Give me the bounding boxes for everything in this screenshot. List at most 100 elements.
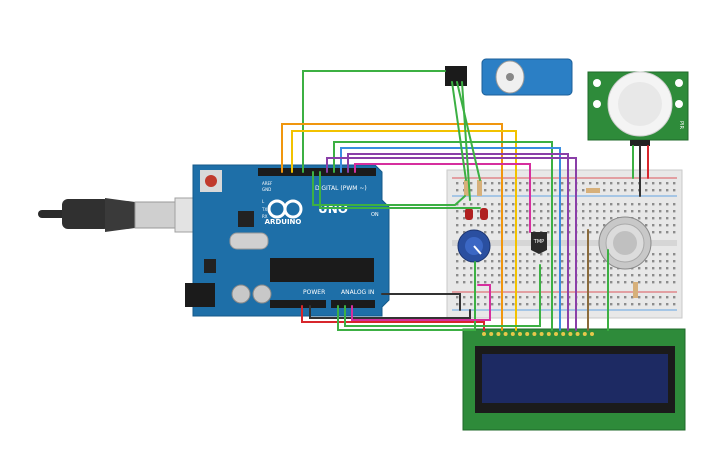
- breadboard-hole: [505, 210, 508, 213]
- breadboard-hole: [526, 296, 529, 299]
- breadboard-hole: [533, 296, 536, 299]
- breadboard-hole: [512, 189, 515, 192]
- breadboard-hole: [659, 224, 662, 227]
- breadboard-hole: [582, 182, 585, 185]
- breadboard-hole: [638, 274, 641, 277]
- breadboard-hole: [470, 203, 473, 206]
- breadboard-hole: [638, 296, 641, 299]
- breadboard-hole: [498, 281, 501, 284]
- breadboard-hole: [512, 267, 515, 270]
- breadboard-hole: [568, 189, 571, 192]
- breadboard-hole: [610, 267, 613, 270]
- breadboard-hole: [484, 267, 487, 270]
- breadboard-hole: [666, 253, 669, 256]
- breadboard-hole: [666, 260, 669, 263]
- lcd-pin: [489, 332, 494, 336]
- breadboard-hole: [526, 260, 529, 263]
- breadboard-hole: [547, 224, 550, 227]
- breadboard-hole: [491, 281, 494, 284]
- breadboard-hole: [645, 274, 648, 277]
- breadboard-hole: [498, 217, 501, 220]
- breadboard-hole: [568, 217, 571, 220]
- breadboard-hole: [645, 217, 648, 220]
- breadboard-hole: [498, 210, 501, 213]
- breadboard-hole: [568, 182, 571, 185]
- breadboard-hole: [491, 253, 494, 256]
- breadboard-hole: [491, 274, 494, 277]
- breadboard-hole: [491, 189, 494, 192]
- breadboard-hole: [659, 253, 662, 256]
- breadboard-hole: [659, 274, 662, 277]
- wire-lcd-e: [291, 130, 517, 331]
- breadboard-hole: [498, 267, 501, 270]
- breadboard-hole: [519, 203, 522, 206]
- resistors: [464, 180, 638, 298]
- breadboard-hole: [589, 296, 592, 299]
- breadboard-hole: [505, 281, 508, 284]
- breadboard-hole: [540, 210, 543, 213]
- breadboard-hole: [589, 274, 592, 277]
- wires: [281, 70, 649, 331]
- breadboard-hole: [547, 182, 550, 185]
- breadboard-hole: [610, 210, 613, 213]
- breadboard-hole: [526, 210, 529, 213]
- wire-a1: [344, 264, 541, 327]
- breadboard-hole: [540, 253, 543, 256]
- breadboard-hole: [484, 274, 487, 277]
- breadboard-hole: [554, 182, 557, 185]
- breadboard-hole: [456, 281, 459, 284]
- breadboard-hole: [645, 210, 648, 213]
- breadboard-hole: [673, 253, 676, 256]
- breadboard-hole: [554, 210, 557, 213]
- breadboard-hole: [617, 210, 620, 213]
- l-led-label: L: [262, 199, 265, 204]
- breadboard-hole: [568, 274, 571, 277]
- breadboard-hole: [645, 281, 648, 284]
- digital-header-label: DIGITAL (PWM ~): [315, 185, 367, 192]
- breadboard-hole: [645, 189, 648, 192]
- temp-sensor-label: TMP: [533, 239, 544, 245]
- breadboard-hole: [666, 182, 669, 185]
- breadboard-hole: [554, 203, 557, 206]
- breadboard-hole: [631, 281, 634, 284]
- breadboard-holes: [456, 182, 676, 306]
- breadboard-hole: [666, 224, 669, 227]
- breadboard-hole: [673, 217, 676, 220]
- breadboard-hole: [491, 224, 494, 227]
- breadboard-hole: [456, 274, 459, 277]
- breadboard-hole: [470, 274, 473, 277]
- breadboard-hole: [617, 274, 620, 277]
- breadboard-hole: [519, 303, 522, 306]
- wire-temp: [354, 163, 531, 233]
- breadboard-hole: [519, 210, 522, 213]
- breadboard-hole: [582, 217, 585, 220]
- lcd-pin-row: [482, 332, 594, 336]
- breadboard-hole: [652, 260, 655, 263]
- lcd-pin: [575, 332, 580, 336]
- breadboard-hole: [540, 260, 543, 263]
- breadboard-hole: [659, 267, 662, 270]
- breadboard-hole: [624, 281, 627, 284]
- lcd-pin: [510, 332, 515, 336]
- breadboard-hole: [561, 260, 564, 263]
- breadboard-hole: [470, 267, 473, 270]
- wire-pot: [351, 284, 491, 321]
- breadboard-hole: [659, 296, 662, 299]
- breadboard-hole: [533, 281, 536, 284]
- breadboard-hole: [456, 267, 459, 270]
- breadboard-hole: [652, 296, 655, 299]
- gnd-label: GND: [262, 187, 271, 192]
- breadboard-hole: [582, 281, 585, 284]
- lcd-pin: [590, 332, 594, 336]
- breadboard-hole: [666, 281, 669, 284]
- breadboard-hole: [463, 231, 466, 234]
- breadboard-hole: [505, 253, 508, 256]
- breadboard-hole: [540, 189, 543, 192]
- breadboard-hole: [582, 231, 585, 234]
- breadboard-hole: [505, 296, 508, 299]
- breadboard-hole: [673, 303, 676, 306]
- breadboard-hole: [568, 224, 571, 227]
- lcd-pin: [503, 332, 508, 336]
- breadboard-hole: [673, 296, 676, 299]
